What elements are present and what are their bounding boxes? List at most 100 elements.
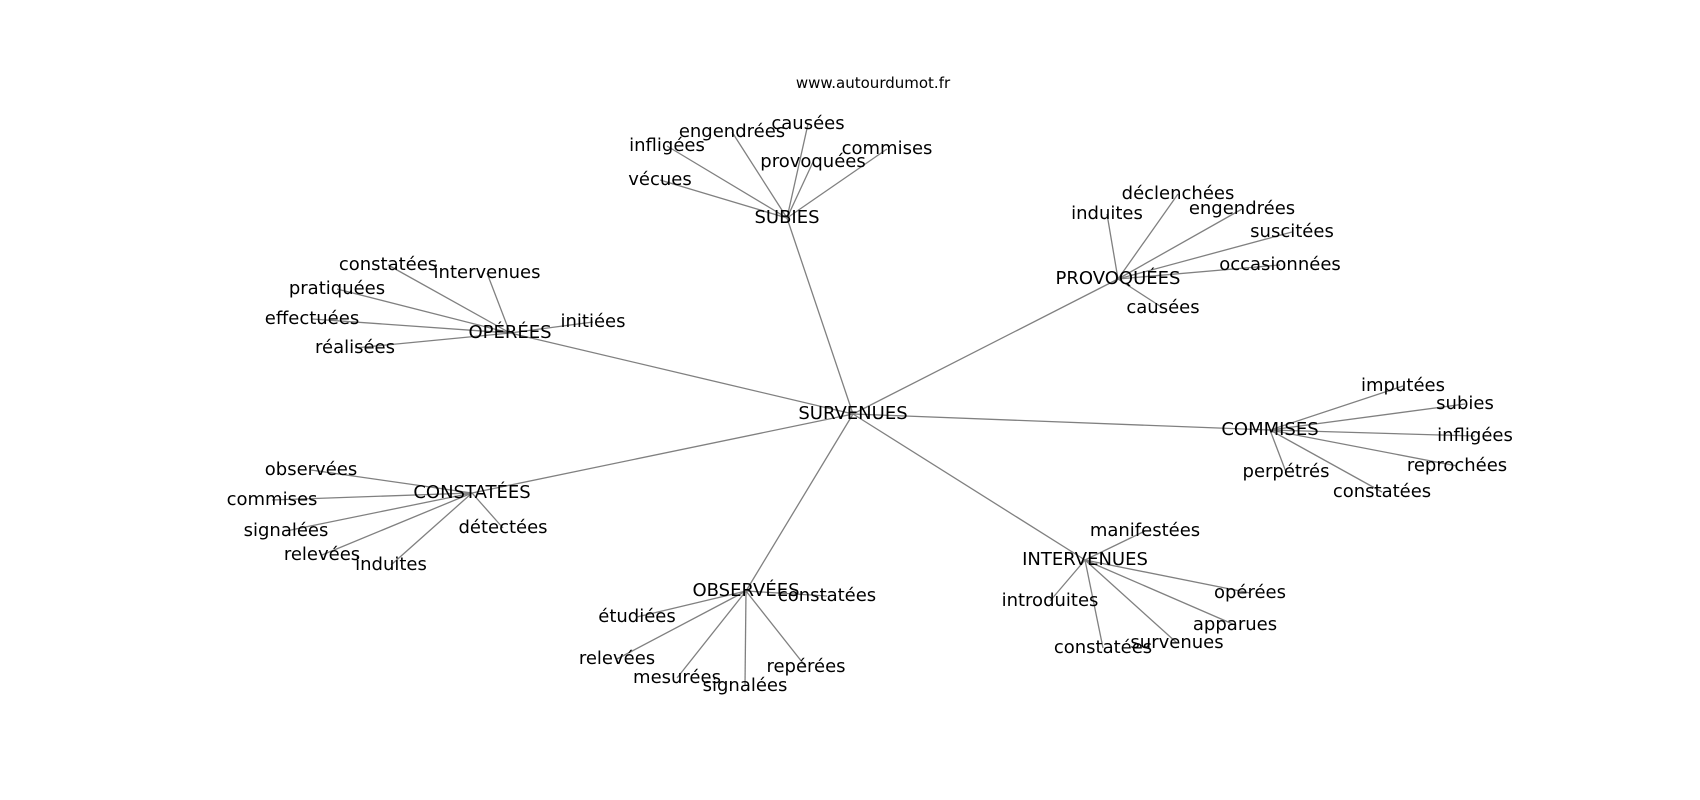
leaf-node-label: occasionnées bbox=[1219, 254, 1341, 275]
leaf-node-label: relevées bbox=[284, 544, 360, 565]
edge-operees-leaf bbox=[311, 318, 511, 334]
leaf-node-label: suscitées bbox=[1250, 221, 1334, 242]
leaf-node-label: vécues bbox=[628, 169, 691, 190]
leaf-node-label: engendrées bbox=[679, 121, 785, 142]
edge-commises-leaf bbox=[1269, 403, 1466, 431]
leaf-node-label: causées bbox=[1126, 297, 1199, 318]
edge-operees-leaf bbox=[354, 332, 511, 349]
leaf-node-label: pratiquées bbox=[289, 278, 385, 299]
edge-subies-leaf bbox=[786, 148, 888, 219]
edge-provoquees-leaf bbox=[1117, 264, 1281, 280]
edge-commises-leaf bbox=[1269, 429, 1287, 473]
leaf-node-label: effectuées bbox=[265, 308, 359, 329]
edge-constatees-leaf bbox=[390, 492, 473, 566]
edge-constatees-leaf bbox=[271, 492, 473, 501]
edge-intervenues-leaf bbox=[1084, 559, 1236, 626]
edge-observees-leaf bbox=[745, 590, 828, 597]
edge-observees-leaf bbox=[745, 590, 807, 668]
edge-subies-leaf bbox=[786, 161, 814, 219]
leaf-node-label: infligées bbox=[1437, 425, 1513, 446]
edge-intervenues-leaf bbox=[1084, 530, 1146, 561]
edge-operees-leaf bbox=[336, 288, 511, 334]
edge-commises-leaf bbox=[1269, 429, 1458, 467]
leaf-node-label: observées bbox=[265, 459, 357, 480]
edge-constatees-leaf bbox=[471, 492, 504, 529]
leaf-node-label: induites bbox=[1071, 203, 1143, 224]
edge-intervenues-leaf bbox=[1084, 559, 1251, 594]
cluster-node-label: INTERVENUES bbox=[1022, 549, 1148, 570]
edge-subies-leaf bbox=[731, 131, 788, 219]
leaf-node-label: mesurées bbox=[633, 667, 721, 688]
edge-center-to-provoquees bbox=[852, 278, 1119, 415]
edge-center-to-subies bbox=[786, 217, 854, 415]
leaf-node-label: introduites bbox=[1002, 590, 1099, 611]
edge-constatees-leaf bbox=[321, 492, 473, 556]
edge-subies-leaf bbox=[666, 145, 788, 219]
leaf-node-label: engendrées bbox=[1189, 198, 1295, 219]
edge-commises-leaf bbox=[1269, 429, 1383, 493]
leaf-node-label: commises bbox=[842, 138, 933, 159]
leaf-node-label: signalées bbox=[244, 520, 329, 541]
leaf-node-label: opérées bbox=[1214, 582, 1286, 603]
edge-commises-leaf bbox=[1269, 385, 1404, 431]
leaf-node-label: initiées bbox=[561, 311, 626, 332]
edge-intervenues-leaf bbox=[1049, 559, 1086, 602]
leaf-node-label: apparues bbox=[1193, 614, 1277, 635]
edge-intervenues-leaf bbox=[1084, 559, 1104, 649]
leaf-node-label: signalées bbox=[703, 675, 788, 696]
leaf-node-label: constatées bbox=[1333, 481, 1431, 502]
leaf-node-label: induites bbox=[355, 554, 427, 575]
leaf-node-label: causées bbox=[771, 113, 844, 134]
leaf-node-label: commises bbox=[227, 489, 318, 510]
edge-provoquees-leaf bbox=[1117, 278, 1164, 309]
edge-subies-leaf bbox=[786, 123, 809, 219]
cluster-node-label: OPÉRÉES bbox=[468, 321, 551, 343]
cluster-node-label: OBSERVÉES bbox=[692, 579, 799, 601]
cluster-node-label: CONSTATÉES bbox=[413, 481, 530, 503]
leaf-node-label: intervenues bbox=[434, 262, 541, 283]
leaf-node-label: reprochées bbox=[1407, 455, 1507, 476]
leaf-node-label: provoquées bbox=[760, 151, 865, 172]
edge-commises-leaf bbox=[1269, 429, 1476, 437]
leaf-node-label: imputées bbox=[1361, 375, 1445, 396]
edge-constatees-leaf bbox=[310, 469, 473, 494]
edge-operees-leaf bbox=[509, 321, 594, 334]
leaf-node-label: repérées bbox=[766, 656, 845, 677]
graph-labels: SURVENUESSUBIESinfligéesengendréescausée… bbox=[227, 113, 1513, 696]
leaf-node-label: perpétrés bbox=[1243, 461, 1330, 482]
edge-operees-leaf bbox=[387, 264, 511, 334]
edge-center-to-intervenues bbox=[852, 413, 1086, 561]
leaf-node-label: survenues bbox=[1130, 632, 1223, 653]
leaf-node-label: constatées bbox=[339, 254, 437, 275]
cluster-node-label: SUBIES bbox=[754, 207, 819, 228]
cluster-node-label: COMMISES bbox=[1221, 419, 1318, 440]
edge-center-to-commises bbox=[852, 413, 1271, 431]
leaf-node-label: déclenchées bbox=[1122, 183, 1235, 204]
leaf-node-label: détectées bbox=[458, 517, 547, 538]
center-node-label: SURVENUES bbox=[798, 403, 907, 424]
edge-constatees-leaf bbox=[285, 492, 473, 532]
edge-center-to-constatees bbox=[471, 413, 854, 494]
edge-provoquees-leaf bbox=[1117, 231, 1293, 280]
edge-observees-leaf bbox=[636, 590, 747, 618]
graph-edges bbox=[271, 123, 1476, 687]
leaf-node-label: constatées bbox=[1054, 637, 1152, 658]
edge-provoquees-leaf bbox=[1117, 208, 1243, 280]
leaf-node-label: étudiées bbox=[598, 606, 676, 627]
edge-center-to-observees bbox=[745, 413, 854, 592]
leaf-node-label: relevées bbox=[579, 648, 655, 669]
edge-provoquees-leaf bbox=[1117, 193, 1179, 280]
leaf-node-label: constatées bbox=[778, 585, 876, 606]
edge-observees-leaf bbox=[676, 590, 747, 679]
leaf-node-label: manifestées bbox=[1090, 520, 1200, 541]
leaf-node-label: subies bbox=[1436, 393, 1494, 414]
edge-observees-leaf bbox=[744, 590, 747, 687]
edge-center-to-operees bbox=[509, 332, 854, 415]
watermark-text: www.autourdumot.fr bbox=[796, 74, 951, 92]
edge-operees-leaf bbox=[486, 272, 511, 334]
edge-subies-leaf bbox=[659, 179, 788, 219]
edge-provoquees-leaf bbox=[1106, 213, 1119, 280]
cluster-node-label: PROVOQUÉES bbox=[1056, 267, 1181, 289]
edge-intervenues-leaf bbox=[1084, 559, 1178, 644]
